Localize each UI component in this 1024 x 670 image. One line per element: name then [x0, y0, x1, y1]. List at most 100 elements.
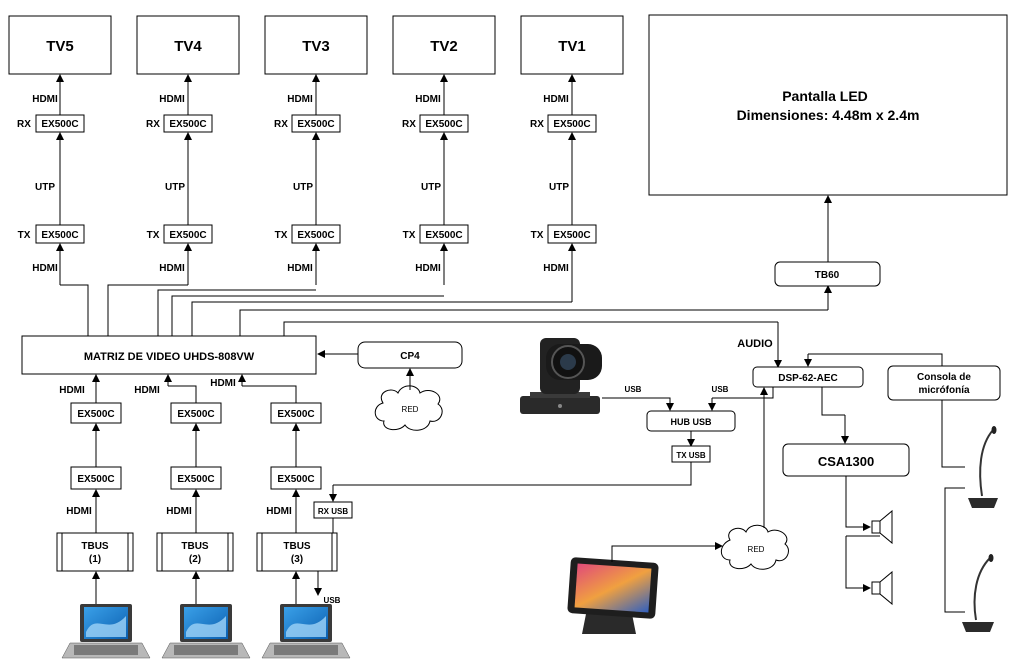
hdmi-label: HDMI: [543, 94, 569, 105]
hdmi-label: HDMI: [266, 506, 292, 517]
usb-label: USB: [324, 596, 341, 605]
laptop-icon: [61, 604, 151, 659]
tv-column-1: TV1 HDMI RX EX500C UTP TX EX500C HDMI: [520, 15, 624, 302]
tv-screen: [8, 15, 112, 75]
dsp-box: [752, 366, 864, 388]
red-label: RED: [402, 405, 419, 414]
rx-label: RX: [146, 119, 160, 130]
hub-usb-label: HUB USB: [670, 417, 712, 427]
tv-label: TV2: [430, 38, 458, 55]
rx-extender-label: EX500C: [425, 119, 462, 130]
rx-extender-label: EX500C: [553, 119, 590, 130]
speaker-icon: [871, 509, 893, 545]
gooseneck-microphone-icon: [968, 426, 998, 508]
wire: [611, 545, 720, 562]
consola-box: [887, 365, 1001, 401]
matrix-output-wires: [60, 284, 832, 368]
hdmi-label: HDMI: [543, 263, 569, 274]
tx-label: TX: [147, 230, 160, 241]
extender-label: EX500C: [77, 409, 114, 420]
wire: [941, 400, 965, 468]
rx-label: RX: [17, 119, 31, 130]
tbus-box: [156, 532, 234, 572]
tv-label: TV1: [558, 38, 586, 55]
hdmi-label: HDMI: [66, 506, 92, 517]
extender-label: EX500C: [177, 474, 214, 485]
wire: [712, 383, 774, 399]
csa-label: CSA1300: [818, 454, 874, 469]
tbus-box: [56, 532, 134, 572]
rx-label: RX: [402, 119, 416, 130]
tv-screen: [264, 15, 368, 75]
tbus-label: TBUS: [181, 541, 209, 552]
wire: [602, 397, 671, 408]
led-screen: [648, 14, 1008, 196]
hdmi-label: HDMI: [166, 506, 192, 517]
tx-extender-label: EX500C: [553, 230, 590, 241]
tv-column-4: TV4 HDMI RX EX500C UTP TX EX500C HDMI: [136, 15, 240, 285]
hdmi-label: HDMI: [415, 94, 441, 105]
usb-label: USB: [625, 385, 642, 394]
wire: [242, 385, 297, 403]
tx-usb-label: TX USB: [676, 451, 706, 460]
ptz-camera-icon: [520, 338, 602, 414]
tx-extender-label: EX500C: [169, 230, 206, 241]
wire: [845, 476, 870, 528]
hdmi-label: HDMI: [32, 94, 58, 105]
extender-label: EX500C: [277, 409, 314, 420]
tbus-number: (3): [291, 554, 303, 565]
tv-label: TV4: [174, 38, 202, 55]
utp-label: UTP: [165, 182, 185, 193]
input-chain-2: HDMI EX500C EX500C HDMI TBUS (2): [134, 374, 251, 659]
video-matrix-label: MATRIZ DE VIDEO UHDS-808VW: [84, 351, 255, 363]
tv-column-5: TV5 HDMI RX EX500C UTP TX EX500C HDMI: [8, 15, 112, 285]
extender-label: EX500C: [177, 409, 214, 420]
tv-screen: [392, 15, 496, 75]
dsp-label: DSP-62-AEC: [778, 373, 837, 384]
extender-label: EX500C: [77, 474, 114, 485]
hdmi-label: HDMI: [159, 94, 185, 105]
extender-label: EX500C: [277, 474, 314, 485]
tx-label: TX: [18, 230, 31, 241]
tx-extender-label: EX500C: [297, 230, 334, 241]
led-dimensions: Dimensiones: 4.48m x 2.4m: [737, 107, 920, 123]
rx-extender-label: EX500C: [169, 119, 206, 130]
tx-extender-label: EX500C: [41, 230, 78, 241]
rx-extender-label: EX500C: [41, 119, 78, 130]
wire: [845, 536, 870, 589]
hdmi-label: HDMI: [59, 385, 85, 396]
consola-line2: micrófonía: [918, 385, 970, 396]
tv-label: TV5: [46, 38, 74, 55]
tx-label: TX: [403, 230, 416, 241]
laptop-icon: [261, 604, 351, 659]
tv-screen: [520, 15, 624, 75]
rx-extender-label: EX500C: [297, 119, 334, 130]
gooseneck-microphone-icon: [962, 554, 994, 632]
hdmi-label: HDMI: [134, 385, 160, 396]
hdmi-label: HDMI: [287, 263, 313, 274]
wire: [333, 462, 692, 486]
usb-label: USB: [712, 385, 729, 394]
tx-label: TX: [531, 230, 544, 241]
tbus-label: TBUS: [283, 541, 311, 552]
tx-extender-label: EX500C: [425, 230, 462, 241]
utp-label: UTP: [35, 182, 55, 193]
wire: [808, 353, 943, 366]
wire: [821, 387, 845, 416]
input-chain-3: HDMI EX500C EX500C HDMI TBUS (3) RX USB …: [210, 374, 353, 659]
red-label: RED: [748, 545, 765, 554]
network-cloud-icon: [720, 524, 789, 570]
cp4-label: CP4: [400, 351, 420, 362]
rx-label: RX: [530, 119, 544, 130]
utp-label: UTP: [421, 182, 441, 193]
rx-usb-label: RX USB: [318, 507, 348, 516]
hdmi-label: HDMI: [287, 94, 313, 105]
led-title: Pantalla LED: [782, 88, 868, 104]
tv-column-3: TV3 HDMI RX EX500C UTP TX EX500C HDMI: [264, 15, 368, 285]
tv-label: TV3: [302, 38, 330, 55]
video-matrix: [21, 335, 317, 375]
hdmi-label: HDMI: [210, 378, 236, 389]
tbus-number: (2): [189, 554, 201, 565]
consola-line1: Consola de: [917, 372, 971, 383]
